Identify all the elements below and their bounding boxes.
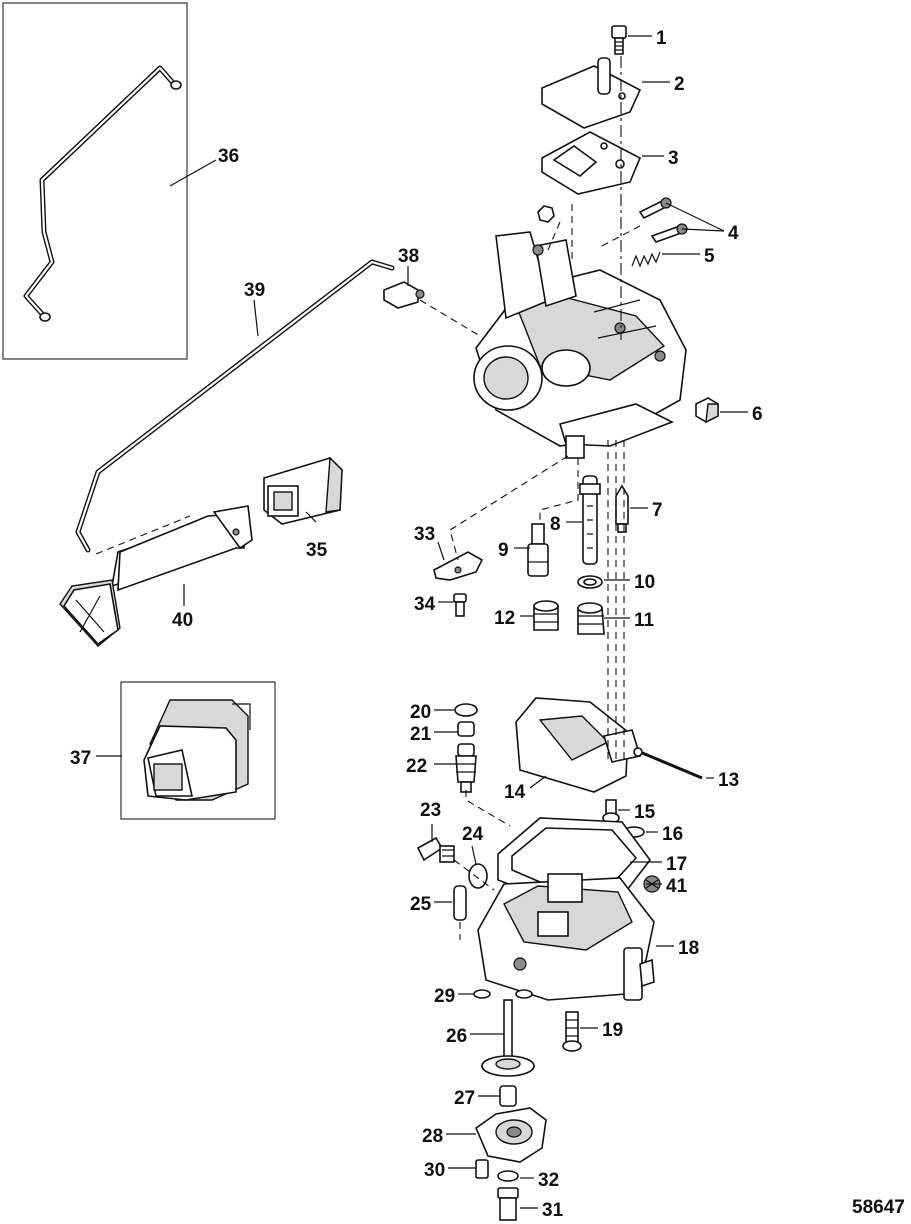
part-21-cap [457, 721, 475, 737]
callout-38: 38 [398, 246, 419, 267]
callout-17: 17 [666, 854, 687, 875]
part-15-screw [602, 799, 620, 824]
part-34-screw [453, 593, 467, 617]
part-13-pin [633, 747, 703, 780]
part-9-jet [527, 523, 549, 577]
part-12-plug [533, 600, 559, 631]
part-24-o-ring [468, 863, 488, 889]
part-22-valve [455, 743, 477, 793]
part-33-bracket [433, 551, 484, 581]
callout-18: 18 [678, 938, 699, 959]
callout-26: 26 [446, 1026, 467, 1047]
part-23-screw [416, 836, 455, 863]
callout-9: 9 [498, 540, 509, 561]
callout-20: 20 [410, 702, 431, 723]
callout-31: 31 [542, 1200, 564, 1221]
inset-frame-37 [120, 681, 276, 820]
part-38-clip [383, 281, 425, 309]
part-18-float-bowl [477, 873, 655, 1001]
callout-14: 14 [504, 782, 526, 803]
part-26-plunger [481, 999, 535, 1077]
callout-37: 37 [70, 748, 91, 769]
part-4-screws [638, 197, 688, 243]
callout-19: 19 [602, 1020, 623, 1041]
part-6-cube [695, 397, 719, 424]
part-40-choke-handle [59, 505, 253, 647]
callout-29: 29 [434, 986, 455, 1007]
callout-6: 6 [752, 404, 763, 425]
part-35-choke-knob [263, 456, 343, 525]
part-10-washer [577, 575, 603, 589]
part-2-cover-plate [541, 57, 642, 129]
part-29-washers [473, 989, 533, 999]
part-28-housing [475, 1107, 547, 1163]
callout-41: 41 [666, 876, 688, 897]
part-1-screw [611, 25, 627, 55]
callout-13: 13 [718, 770, 739, 791]
part-36-tube [23, 65, 182, 322]
callout-4: 4 [728, 223, 739, 244]
part-5-spring [631, 251, 661, 268]
callout-33: 33 [414, 524, 435, 545]
callout-15: 15 [634, 802, 656, 823]
callout-1: 1 [656, 28, 667, 49]
callout-34: 34 [414, 594, 436, 615]
callout-5: 5 [704, 246, 715, 267]
callout-28: 28 [422, 1126, 443, 1147]
inset-frame-36 [2, 2, 188, 360]
callout-labels: 1 2 3 4 5 6 7 8 9 10 11 12 13 14 15 16 1… [70, 28, 763, 1221]
callout-2: 2 [674, 74, 685, 95]
callout-36: 36 [218, 146, 239, 167]
callout-23: 23 [420, 800, 441, 821]
part-19-screw [562, 1011, 582, 1052]
part-14-float [515, 697, 642, 793]
callout-8: 8 [550, 514, 561, 535]
part-32-washer [497, 1170, 519, 1182]
callout-40: 40 [172, 610, 193, 631]
part-37-component [143, 699, 251, 801]
callout-22: 22 [406, 756, 427, 777]
part-3-gasket [541, 131, 642, 195]
carburetor-body [473, 231, 687, 459]
leader-lines [96, 35, 748, 1209]
callout-30: 30 [424, 1160, 445, 1181]
callout-10: 10 [634, 572, 655, 593]
callout-16: 16 [662, 824, 683, 845]
callout-25: 25 [410, 894, 432, 915]
diagram-reference-number: 58647 [852, 1197, 905, 1218]
part-20-ring [454, 703, 478, 717]
callout-27: 27 [454, 1088, 475, 1109]
callout-21: 21 [410, 724, 432, 745]
callout-12: 12 [494, 608, 515, 629]
part-31-plug [497, 1187, 519, 1221]
callout-3: 3 [668, 148, 679, 169]
part-39-link-rod [75, 259, 395, 553]
callout-35: 35 [306, 540, 328, 561]
part-25-pin [453, 885, 467, 921]
part-8-emulsion-tube [579, 475, 601, 565]
callout-39: 39 [244, 280, 265, 301]
callout-24: 24 [462, 824, 484, 845]
callout-11: 11 [634, 610, 655, 631]
callout-32: 32 [538, 1170, 559, 1191]
callout-7: 7 [652, 500, 663, 521]
part-7-needle [615, 484, 629, 533]
nut [537, 205, 555, 223]
part-27-spring [499, 1085, 517, 1107]
part-11-plug [577, 602, 605, 635]
part-30-screw [475, 1159, 489, 1179]
assembly-lines [95, 56, 641, 940]
